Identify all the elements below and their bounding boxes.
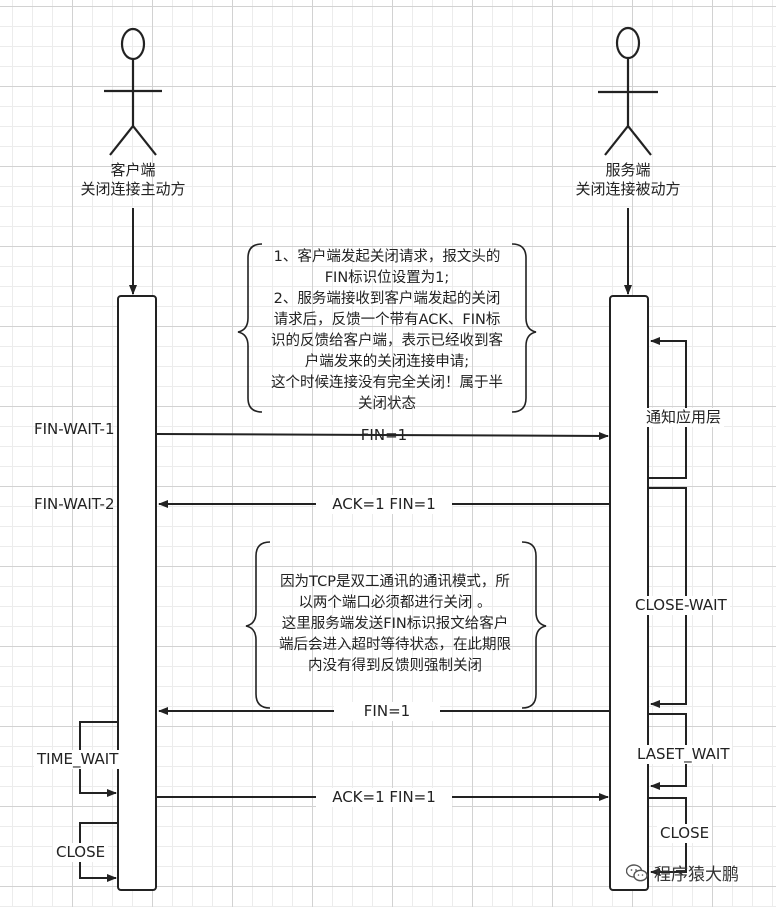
- message-label-fin-2: FIN=1: [334, 702, 440, 721]
- client-state-fin-wait-1: FIN-WAIT-1: [34, 420, 115, 438]
- server-activation-bar: [609, 295, 649, 891]
- watermark-text: 程序猿大鹏: [654, 865, 739, 885]
- note2-line: 端后会进入超时等待状态，在此期限: [279, 637, 511, 653]
- note2-line: 这里服务端发送FIN标识报文给客户: [281, 616, 509, 632]
- message-label-ack-fin-2: ACK=1 FIN=1: [316, 788, 452, 807]
- server-state-close-wait: CLOSE-WAIT: [632, 596, 730, 615]
- message-arrow-fin-1: [156, 431, 609, 440]
- message-label-ack-fin-1: ACK=1 FIN=1: [316, 495, 452, 514]
- message-label-fin-1: FIN=1: [360, 426, 408, 444]
- watermark: 程序猿大鹏: [626, 860, 739, 885]
- server-state-notify: 通知应用层: [643, 408, 725, 427]
- note1-line: 1、客户端发起关闭请求，报文头的: [273, 249, 501, 265]
- note1-line: 户端发来的关闭连接申请;: [304, 354, 470, 370]
- server-role: 关闭连接被动方: [575, 180, 681, 198]
- note2-line: 以两个端口必须都进行关闭 。: [298, 595, 492, 611]
- note1-line: FIN标识位设置为1;: [324, 270, 450, 286]
- server-actor-icon: [598, 26, 658, 156]
- note1-left-brace: [237, 243, 263, 413]
- note2-line: 因为TCP是双工通讯的通讯模式，所: [280, 574, 510, 590]
- client-name: 客户端: [110, 161, 156, 179]
- note1-line: 识的反馈给客户端，表示已经收到客: [271, 333, 503, 349]
- client-actor-icon: [104, 27, 162, 156]
- note1-line: 这个时候连接没有完全关闭！属于半: [271, 375, 503, 391]
- server-state-last-wait: LASET_WAIT: [634, 745, 733, 764]
- note1-line: 关闭状态: [358, 396, 416, 412]
- client-activation-bar: [117, 295, 157, 891]
- note2-line: 内没有得到反馈则强制关闭: [308, 658, 482, 674]
- client-state-fin-wait-2: FIN-WAIT-2: [34, 495, 115, 513]
- note-duplex-explanation: 因为TCP是双工通讯的通讯模式，所 以两个端口必须都进行关闭 。 这里服务端发送…: [260, 572, 530, 677]
- wechat-icon: [626, 863, 648, 881]
- note2-right-brace: [521, 541, 547, 709]
- client-state-time-wait: TIME_WAIT: [34, 750, 122, 769]
- client-role: 关闭连接主动方: [80, 180, 186, 198]
- note1-right-brace: [511, 243, 537, 413]
- note2-left-brace: [245, 541, 271, 709]
- note-half-close-explanation: 1、客户端发起关闭请求，报文头的 FIN标识位设置为1; 2、服务端接收到客户端…: [252, 247, 522, 415]
- server-state-close: CLOSE: [657, 824, 713, 843]
- server-name: 服务端: [605, 161, 651, 179]
- note1-line: 请求后，反馈一个带有ACK、FIN标: [273, 312, 501, 328]
- client-actor-label: 客户端 关闭连接主动方: [63, 161, 203, 199]
- server-actor-label: 服务端 关闭连接被动方: [558, 161, 698, 199]
- note1-line: 2、服务端接收到客户端发起的关闭: [273, 291, 501, 307]
- client-state-close: CLOSE: [53, 843, 109, 862]
